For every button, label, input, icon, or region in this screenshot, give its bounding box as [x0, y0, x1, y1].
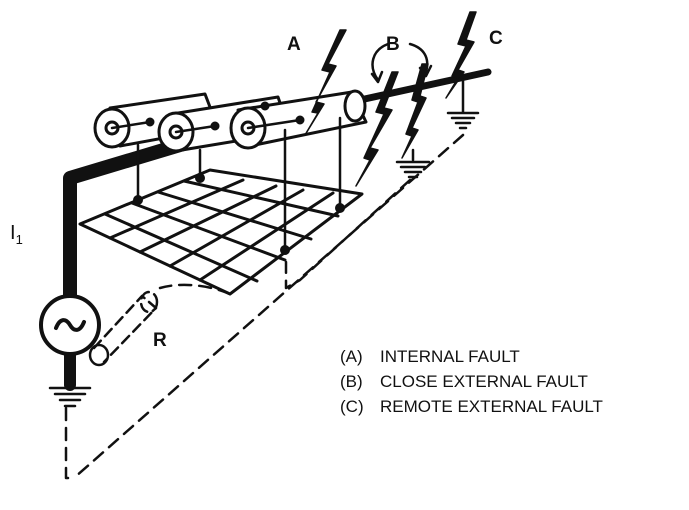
- legend-text: INTERNAL FAULT: [380, 347, 520, 366]
- legend-item-c: (C) REMOTE EXTERNAL FAULT: [340, 394, 603, 419]
- legend-item-a: (A) INTERNAL FAULT: [340, 344, 603, 369]
- arrow-b-left-icon: [371, 42, 390, 82]
- grid-nodes: [133, 173, 345, 255]
- label-i1: I1: [10, 222, 23, 247]
- earth-return-paths: [64, 133, 465, 480]
- legend-key: (B): [340, 372, 363, 391]
- lightning-b1-icon: [355, 71, 399, 187]
- outgoing-line: [356, 68, 492, 104]
- legend-key: (C): [340, 397, 364, 416]
- label-i-main: I: [10, 222, 16, 244]
- lightning-a-icon: [304, 29, 347, 136]
- legend-key: (A): [340, 347, 363, 366]
- label-b: B: [386, 34, 400, 55]
- label-r: R: [153, 330, 167, 351]
- resistance-end-cap: [88, 343, 110, 367]
- legend-item-b: (B) CLOSE EXTERNAL FAULT: [340, 369, 603, 394]
- source-ground-icon: [48, 386, 92, 408]
- lightning-c-icon: [445, 11, 477, 99]
- switchgear-cylinders: [93, 89, 368, 153]
- ground-c-icon: [446, 111, 480, 130]
- legend-text: CLOSE EXTERNAL FAULT: [380, 372, 588, 391]
- ac-symbol-icon: [54, 318, 86, 332]
- switchgear-connectors: [110, 118, 302, 134]
- label-c: C: [489, 28, 503, 49]
- legend: (A) INTERNAL FAULT (B) CLOSE EXTERNAL FAUL…: [340, 344, 603, 419]
- lightning-b2-icon: [401, 63, 429, 159]
- resistance-r: [92, 290, 159, 364]
- ground-b-icon: [395, 160, 431, 179]
- legend-text: REMOTE EXTERNAL FAULT: [380, 397, 603, 416]
- ground-grid: [78, 168, 364, 296]
- arrow-b-right-icon: [408, 42, 429, 74]
- connector-dots: [145, 101, 305, 131]
- label-a: A: [287, 34, 301, 55]
- label-i-sub: 1: [15, 232, 23, 247]
